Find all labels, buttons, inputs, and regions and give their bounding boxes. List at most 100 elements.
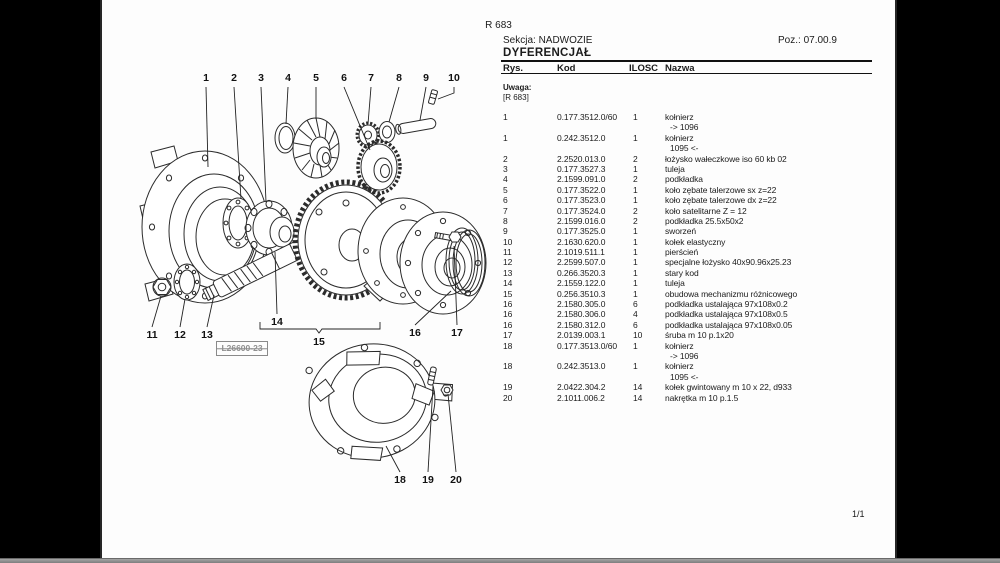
cell-nazwa: sworzeń [665, 226, 696, 237]
cell-kod: 0.177.3525.0 [557, 226, 606, 237]
cell-rys: 16 [503, 299, 513, 310]
cell-ilosc: 6 [633, 299, 638, 310]
cell-kod: 0.177.3524.0 [557, 205, 606, 216]
cell-kod: 0.177.3513.0/60 [557, 340, 617, 351]
table-row: 17 2.0139.003.1 10 śruba m 10 p.1x20 [503, 330, 883, 340]
cell-kod: 2.2599.507.0 [557, 257, 606, 268]
exploded-view-drawing [139, 86, 487, 473]
bevel-gear-part [292, 117, 340, 179]
callout-19: 19 [422, 474, 434, 486]
callout-12: 12 [174, 329, 186, 341]
cell-rys: 14 [503, 278, 513, 289]
column-header-rys: Rys. [503, 63, 524, 74]
cell-kod: 2.0139.003.1 [557, 330, 606, 341]
cell-nazwa: podkładka 25.5x50x2 [665, 215, 744, 226]
table-row: 1 0.177.3512.0/60 1 kołnierz [503, 112, 883, 122]
header-rule-bottom [501, 73, 872, 75]
cell-nazwa: podkładka ustalająca 97x108x0.5 [665, 309, 788, 320]
cross-pin-part [395, 118, 437, 135]
cell-note: 1095 <- [670, 143, 699, 154]
side-flange-part [399, 211, 487, 315]
spacer-ring-part [274, 122, 296, 154]
cell-rys: 8 [503, 215, 508, 226]
shim-washers-part [445, 227, 486, 297]
cell-ilosc: 1 [633, 236, 638, 247]
cell-kod: 2.1630.620.0 [557, 236, 606, 247]
cell-rys: 16 [503, 319, 513, 330]
cell-ilosc: 14 [633, 382, 643, 393]
cell-rys: 13 [503, 267, 513, 278]
cell-nazwa: kołek elastyczny [665, 236, 726, 247]
header-rule-top [501, 60, 872, 63]
section-label: Sekcja: NADWOZIE [503, 35, 593, 46]
cell-note: -> 1096 [670, 350, 699, 361]
cell-rys: 1 [503, 132, 508, 143]
callout-5: 5 [313, 72, 319, 84]
flange-housing-part [139, 145, 269, 304]
bolt-part [434, 231, 462, 243]
cell-kod: 0.242.3512.0 [557, 132, 606, 143]
cell-ilosc: 10 [633, 330, 643, 341]
callout-1: 1 [203, 72, 209, 84]
callout-13: 13 [201, 329, 213, 341]
cell-rys: 11 [503, 247, 512, 258]
cell-nazwa: śruba m 10 p.1x20 [665, 330, 734, 341]
callout-8: 8 [396, 72, 402, 84]
table-row-note: -> 1096 [503, 122, 883, 132]
cell-rys: 19 [503, 382, 513, 393]
callout-18: 18 [394, 474, 406, 486]
cell-ilosc: 1 [633, 163, 638, 174]
cell-kod: 2.1011.006.2 [557, 392, 605, 403]
side-gear-part [356, 139, 402, 195]
cell-kod: 2.1580.306.0 [557, 309, 606, 320]
cell-kod: 2.1019.511.1 [557, 247, 605, 258]
table-row: 15 0.256.3510.3 1 obudowa mechanizmu róż… [503, 289, 883, 299]
cell-ilosc: 6 [633, 319, 638, 330]
table-row: 5 0.177.3522.0 1 koło zębate talerzowe s… [503, 185, 883, 195]
page-title: DYFERENCJAŁ [503, 47, 592, 59]
cell-kod: 2.1580.312.0 [557, 319, 606, 330]
leader-lines [151, 86, 458, 473]
table-row: 16 2.1580.305.0 6 podkładka ustalająca 9… [503, 299, 883, 309]
cell-nazwa: łożysko wałeczkowe iso 60 kb 02 [665, 153, 787, 164]
cell-nazwa: podkładka ustalająca 97x108x0.2 [665, 299, 788, 310]
table-row-note: -> 1096 [503, 351, 883, 361]
cell-ilosc: 2 [633, 215, 638, 226]
cell-ilosc: 1 [633, 288, 638, 299]
note-label: Uwaga: [503, 83, 532, 92]
callout-2: 2 [231, 72, 237, 84]
cell-rys: 3 [503, 163, 508, 174]
stud-part [427, 366, 437, 386]
cell-kod: 2.1580.305.0 [557, 299, 606, 310]
callout-9: 9 [423, 72, 429, 84]
table-row-note: 1095 <- [503, 372, 883, 382]
table-row: 7 0.177.3524.0 2 koło satelitarne Z = 12 [503, 206, 883, 216]
nut-part [152, 277, 172, 297]
callout-14: 14 [271, 316, 283, 328]
cell-ilosc: 1 [633, 267, 638, 278]
cell-ilosc: 1 [633, 195, 638, 206]
cover-flange-part [305, 343, 454, 461]
cell-rys: 12 [503, 257, 513, 268]
table-row: 1 0.242.3512.0 1 kołnierz [503, 133, 883, 143]
bearing-part [173, 263, 201, 301]
cell-rys: 20 [503, 392, 513, 403]
table-row: 16 2.1580.306.0 4 podkładka ustalająca 9… [503, 309, 883, 319]
callout-15: 15 [313, 336, 325, 348]
callout-16: 16 [409, 327, 421, 339]
table-row: 13 0.266.3520.3 1 stary kod [503, 268, 883, 278]
cell-rys: 2 [503, 153, 508, 164]
table-row: 2 2.2520.013.0 2 łożysko wałeczkowe iso … [503, 154, 883, 164]
cell-kod: 2.2520.013.0 [557, 153, 606, 164]
cell-ilosc: 1 [633, 278, 638, 289]
cell-ilosc: 1 [633, 247, 638, 258]
cell-kod: 0.177.3527.3 [557, 163, 606, 174]
column-header-ilosc: ILOSC [629, 63, 659, 74]
thrust-washer-part [378, 121, 396, 143]
cell-kod: 0.266.3520.3 [557, 267, 606, 278]
cell-nazwa: podkładka [665, 174, 703, 185]
cell-rys: 18 [503, 340, 513, 351]
window-bottom-bar [0, 558, 1000, 563]
hex-nut-part [440, 384, 454, 396]
cell-nazwa: nakrętka m 10 p.1.5 [665, 392, 739, 403]
